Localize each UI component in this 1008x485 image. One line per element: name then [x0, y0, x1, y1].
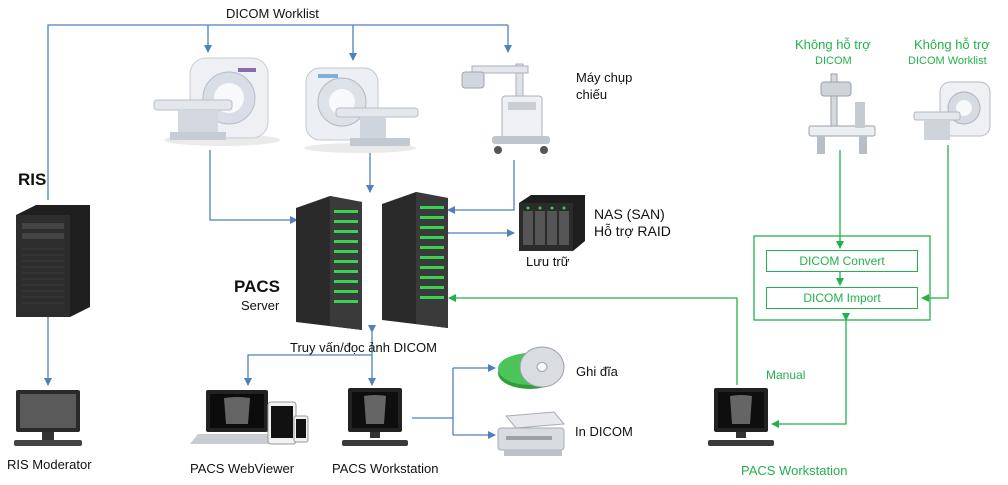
green-convert-group-box: [753, 235, 931, 321]
storage-label: Lưu trữ: [526, 254, 570, 269]
server-label: Server: [241, 298, 280, 313]
pacs-server-icon: [296, 192, 448, 330]
ct-scanner-icon: [304, 67, 419, 153]
workstation-label: PACS Workstation: [332, 461, 439, 476]
arrow-workstation-to-server: [448, 294, 738, 385]
xray-table-device-icon: [808, 73, 876, 154]
webviewer-label: PACS WebViewer: [190, 461, 295, 476]
dicom-import-label: DICOM Import: [803, 291, 881, 305]
no-worklist-label-line2: DICOM Worklist: [908, 55, 987, 67]
webviewer-devices-icon: [190, 390, 309, 445]
dicom-worklist-label: DICOM Worklist: [226, 6, 319, 21]
ris-label: RIS: [18, 170, 47, 189]
worklist-bus-line: [47, 24, 508, 200]
arrow-worklist-device-to-import: [921, 145, 949, 302]
query-label: Truy vấn/đọc ảnh DICOM: [290, 340, 437, 355]
xray-label-line2: chiếu: [576, 87, 608, 102]
ris-server-tower-icon: [16, 205, 90, 317]
no-dicom-label-line1: Không hỗ trợ: [795, 37, 871, 52]
xray-machine-icon: [461, 63, 550, 154]
dicom-convert-label: DICOM Convert: [799, 254, 885, 268]
nas-label-line2: Hỗ trợ RAID: [594, 223, 671, 239]
pacs-workstation-manual-icon: [708, 388, 774, 446]
burn-disc-label: Ghi đĩa: [576, 364, 618, 379]
nas-label-line1: NAS (SAN): [594, 206, 665, 222]
ris-moderator-label: RIS Moderator: [7, 457, 92, 472]
dicom-import-box: DICOM Import: [766, 287, 918, 309]
disc-icon: [498, 346, 565, 389]
manual-label: Manual: [766, 368, 806, 382]
mri-scanner-icon: [153, 57, 280, 146]
no-worklist-label-line1: Không hỗ trợ: [914, 37, 990, 52]
no-dicom-label-line2: DICOM: [815, 55, 852, 67]
pacs-label: PACS: [234, 277, 280, 296]
print-dicom-label: In DICOM: [575, 424, 633, 439]
workstation-manual-label: PACS Workstation: [741, 463, 848, 478]
dicom-printer-icon: [497, 411, 565, 456]
nas-storage-icon: [519, 195, 585, 251]
xray-label-line1: Máy chụp: [576, 70, 633, 85]
ris-moderator-monitor-icon: [14, 390, 82, 446]
scanner-device-icon: [913, 81, 991, 140]
arrow-server-webviewer: [244, 354, 372, 386]
dicom-convert-box: DICOM Convert: [766, 250, 918, 272]
arrow-manual-import: [771, 313, 850, 428]
arrow-mri-to-server: [209, 150, 298, 224]
pacs-workstation-icon: [342, 388, 408, 446]
arrow-xray-to-server: [447, 160, 515, 214]
